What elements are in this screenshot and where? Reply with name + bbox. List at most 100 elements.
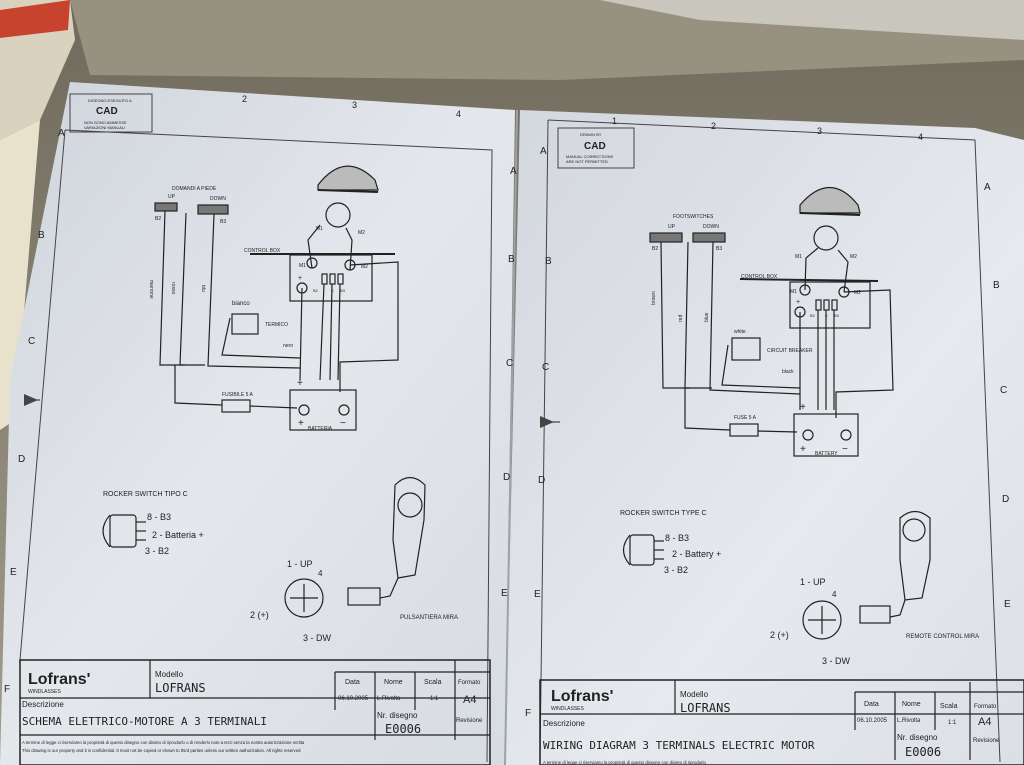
r-cb-c: C — [825, 313, 828, 318]
wire-white-label: bianco — [232, 301, 250, 307]
frame-row-b: B — [38, 230, 45, 241]
stamp-line2-right: MANUAL CORRECTIONS — [566, 154, 614, 159]
r-wire-brown: brown — [651, 291, 657, 305]
r-battery-plus-lower: + — [800, 444, 806, 455]
wire-brown-label: marrone — [148, 280, 154, 299]
cb-plus-sign: + — [298, 275, 302, 282]
left-sheet-text: DISEGNO ESEGUITO A CAD NON SONO AMMESSE … — [4, 94, 517, 753]
r-name-label: Nome — [902, 701, 921, 708]
format-value: A4 — [463, 694, 476, 706]
format-label: Formato — [458, 680, 481, 686]
right-drawing — [539, 119, 1024, 765]
frame-row-e: E — [10, 567, 17, 578]
motor-m2-label: M2 — [358, 230, 365, 236]
frame-row-a-right: A — [510, 166, 517, 177]
r-desc-value: WIRING DIAGRAM 3 TERMINALS ELECTRIC MOTO… — [543, 739, 815, 752]
r-frame-row-f: F — [525, 708, 531, 719]
connector-dw: 3 - DW — [303, 633, 332, 643]
frame-row-d-right: D — [503, 472, 510, 483]
r-legal-line-1: A termine di legge ci riserviamo la prop… — [543, 760, 707, 765]
r-rocker-line2: 2 - Battery + — [672, 549, 721, 559]
r-revision-label: Revisione — [973, 738, 1000, 744]
breaker-label: TERMICO — [265, 322, 288, 328]
paper-behind — [600, 0, 1024, 40]
wire-blue-label: blu — [200, 285, 206, 292]
r-brand-sub: WINDLASSES — [551, 706, 584, 712]
r-switch-up: UP — [668, 224, 676, 230]
frame-col-3-right: 3 — [817, 126, 822, 136]
frame-col-1-right: 1 — [612, 116, 617, 126]
connector-plus: 2 (+) — [250, 610, 269, 620]
battery-minus: − — [340, 418, 346, 429]
battery-plus: + — [297, 378, 303, 389]
r-battery: BATTERY — [815, 451, 838, 457]
frame-col-3: 3 — [352, 100, 357, 110]
r-date-value: 06.10.2005 — [857, 718, 888, 724]
rocker-line2: 2 - Batteria + — [152, 530, 204, 540]
r-control-box: CONTROL BOX — [741, 274, 778, 280]
r-cb-b2: B2 — [810, 313, 816, 318]
r-rocker-line3: 3 - B2 — [664, 565, 688, 575]
r-connector-4: 4 — [832, 590, 837, 599]
r-rocker-line1: 8 - B3 — [665, 533, 689, 543]
scale-value: 1:1 — [430, 696, 439, 702]
frame-row-d: D — [18, 454, 25, 465]
r-terminal-b2: B2 — [652, 246, 658, 252]
booklet-cover — [0, 120, 40, 430]
r-frame-row-d-right: D — [1002, 494, 1009, 505]
r-model-value: LOFRANS — [680, 701, 731, 715]
r-model-label: Modello — [680, 690, 709, 699]
motor-m1-label: M1 — [316, 226, 323, 232]
cb-m1-label: M1 — [299, 263, 306, 269]
r-frame-row-c-right: C — [1000, 385, 1007, 396]
cb-terminal-b3: B3 — [340, 288, 346, 293]
legal-line-1: A termine di legge ci riserviamo la prop… — [22, 740, 305, 745]
r-frame-row-d: D — [538, 475, 545, 486]
desc-value: SCHEMA ELETTRICO-MOTORE A 3 TERMINALI — [22, 715, 267, 728]
frame-row-c-right: C — [506, 358, 513, 369]
control-box-label: CONTROL BOX — [244, 248, 281, 254]
r-wire-blue: blue — [704, 312, 710, 322]
frame-col-2-right: 2 — [711, 121, 716, 131]
stamp-line2: NON SONO AMMESSE — [84, 120, 127, 125]
model-value: LOFRANS — [155, 681, 206, 695]
r-remote-label: REMOTE CONTROL MIRA — [906, 634, 979, 640]
name-value: L.Rivolta — [377, 696, 401, 702]
right-sheet — [505, 110, 1024, 765]
rocker-title: ROCKER SWITCH TIPO C — [103, 491, 188, 498]
r-battery-minus: − — [842, 444, 848, 455]
brand-logo: Lofrans' — [28, 671, 90, 688]
r-breaker: CIRCUIT BREAKER — [767, 348, 813, 354]
footswitch-title: DOMANDI A PIEDE — [172, 186, 217, 192]
left-sheet — [0, 82, 515, 765]
frame-row-c: C — [28, 336, 35, 347]
r-terminal-b3: B3 — [716, 246, 722, 252]
r-wire-black: black — [782, 369, 794, 375]
r-connector-up: 1 - UP — [800, 577, 826, 587]
r-connector-plus: 2 (+) — [770, 630, 789, 640]
r-format-label: Formato — [974, 704, 997, 710]
switch-up-label: UP — [168, 194, 176, 200]
stamp-line1: DISEGNO ESEGUITO A — [88, 98, 132, 103]
stamp-logo-right: CAD — [584, 141, 606, 152]
page-fold — [504, 109, 518, 765]
r-cb-b3: B3 — [834, 313, 840, 318]
wire-black-label: nero — [283, 343, 293, 349]
frame-row-f: F — [4, 684, 10, 695]
r-battery-plus: + — [800, 402, 806, 413]
frame-col-4: 4 — [456, 109, 461, 119]
r-cb-plus: + — [796, 299, 800, 306]
r-frame-row-a-right: A — [984, 182, 991, 193]
r-desc-label: Descrizione — [543, 719, 585, 728]
r-scale-value: 1:1 — [948, 720, 957, 726]
booklet-label — [0, 0, 70, 38]
model-label: Modello — [155, 670, 184, 679]
switch-down-label: DOWN — [210, 196, 226, 202]
cb-terminal-b2: B2 — [313, 288, 319, 293]
stamp-logo: CAD — [96, 106, 118, 117]
desc-label: Descrizione — [22, 700, 64, 709]
r-frame-row-c: C — [542, 362, 549, 373]
r-switch-down: DOWN — [703, 224, 719, 230]
r-fuse: FUSE 5 A — [734, 415, 757, 421]
